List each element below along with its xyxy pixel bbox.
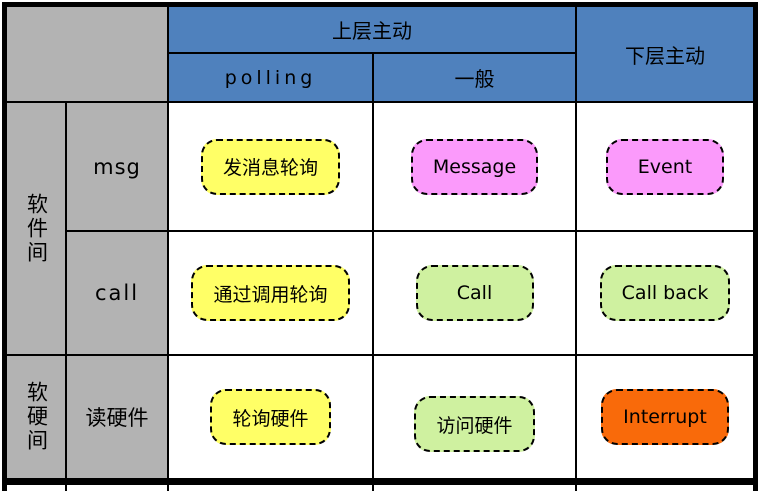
rowlabel-msg: msg — [67, 103, 167, 230]
pill-message: Message — [410, 138, 539, 195]
pill-call-back: Call back — [599, 265, 731, 321]
pill-msg-polling: 发消息轮询 — [200, 138, 340, 195]
rowlabel-msg-label: msg — [93, 154, 141, 179]
cell-call-polling: 通过调用轮询 — [169, 232, 372, 354]
rowlabel-call-label: call — [94, 281, 140, 305]
pill-event: Event — [606, 138, 724, 195]
pill-call: Call — [415, 265, 534, 321]
header-upper-active-label: 上层主动 — [332, 19, 412, 43]
corner-cell — [7, 7, 167, 101]
cell-readhw-lower: Interrupt — [577, 356, 753, 478]
header-polling: polling — [169, 54, 372, 101]
rowgroup-soft-hardware: 软硬间 — [7, 356, 65, 478]
pill-call-polling: 通过调用轮询 — [191, 265, 350, 321]
rowlabel-read-hw: 读硬件 — [67, 356, 167, 478]
mechanism-comparison-table: 上层主动 下层主动 polling 一般 软件间 msg call 软硬间 读硬… — [2, 2, 758, 485]
rowlabel-read-hw-label: 读硬件 — [85, 406, 149, 430]
header-lower-active-label: 下层主动 — [625, 43, 705, 68]
header-general: 一般 — [374, 54, 575, 101]
pill-access-hw: 访问硬件 — [414, 396, 535, 452]
stub-col1 — [65, 485, 67, 491]
pill-interrupt: Interrupt — [601, 389, 729, 445]
stub-col2 — [167, 485, 169, 491]
header-polling-label: polling — [224, 66, 317, 89]
cell-readhw-polling: 轮询硬件 — [169, 356, 372, 478]
pill-readhw-polling: 轮询硬件 — [210, 389, 331, 445]
cell-readhw-general: 访问硬件 — [374, 356, 575, 478]
stub-left-border — [2, 485, 7, 491]
header-upper-active: 上层主动 — [169, 7, 575, 52]
table-cutoff-stubs — [2, 485, 758, 491]
header-general-label: 一般 — [454, 67, 495, 91]
stub-col3 — [372, 485, 374, 491]
cell-call-lower: Call back — [577, 232, 753, 354]
cell-call-general: Call — [374, 232, 575, 354]
cell-msg-polling: 发消息轮询 — [169, 103, 372, 230]
rowgroup-soft-hardware-label: 软硬间 — [24, 381, 49, 453]
cell-msg-general: Message — [374, 103, 575, 230]
rowgroup-software: 软件间 — [7, 103, 65, 354]
stub-col4 — [575, 485, 577, 491]
header-lower-active: 下层主动 — [577, 7, 753, 101]
rowgroup-software-label: 软件间 — [24, 192, 49, 265]
stub-right-border — [753, 485, 758, 491]
cell-msg-lower: Event — [577, 103, 753, 230]
rowlabel-call: call — [67, 232, 167, 354]
